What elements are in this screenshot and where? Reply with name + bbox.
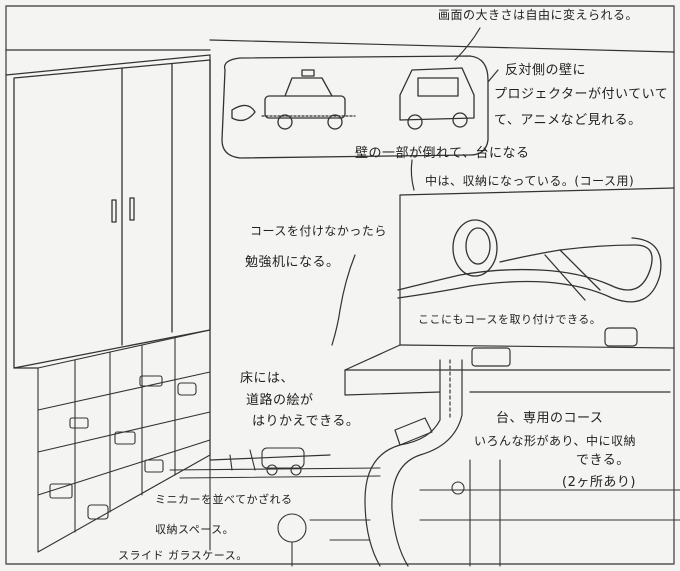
note-course-4: (2ヶ所あり) <box>562 475 636 490</box>
small-car-icon <box>604 327 638 347</box>
note-desk-1: コースを付けなかったら <box>250 224 387 238</box>
note-wall-fold: 壁の一部が倒れて、台になる <box>355 146 530 161</box>
note-minicar-1: ミニカーを並べてかざれる <box>155 493 293 506</box>
note-floor-1: 床には、 <box>240 371 295 386</box>
note-projector-2: プロジェクターが付いていて <box>494 87 669 102</box>
note-projector-3: て、アニメなど見れる。 <box>494 113 642 128</box>
loop-course <box>397 219 662 303</box>
sheet-border <box>5 5 675 565</box>
note-floor-3: はりかえできる。 <box>252 414 360 429</box>
note-glass-case: スライド ガラスケース。 <box>118 549 248 562</box>
floor-road <box>169 447 680 567</box>
note-course-1: 台、専用のコース <box>496 411 604 426</box>
note-minicar-2: 収納スペース。 <box>155 523 235 536</box>
wardrobe <box>13 59 211 369</box>
projected-screen <box>221 55 489 159</box>
note-course-2: いろんな形があり、中に収納 <box>474 434 637 448</box>
note-storage-inside: 中は、収納になっている。(コース用) <box>425 174 635 188</box>
note-projector-1: 反対側の壁に <box>505 63 587 78</box>
ramp-course <box>364 359 463 567</box>
note-screen-size: 画面の大きさは自由に変えられる。 <box>438 8 639 22</box>
note-course-here: ここにもコースを取り付けできる。 <box>418 313 602 326</box>
bus-icon <box>471 347 511 367</box>
note-floor-2: 道路の絵が <box>246 393 314 408</box>
back-wall <box>344 187 675 396</box>
minicar-display-case <box>37 329 211 553</box>
note-desk-2: 勉強机になる。 <box>245 255 340 270</box>
note-course-3: できる。 <box>576 453 630 468</box>
